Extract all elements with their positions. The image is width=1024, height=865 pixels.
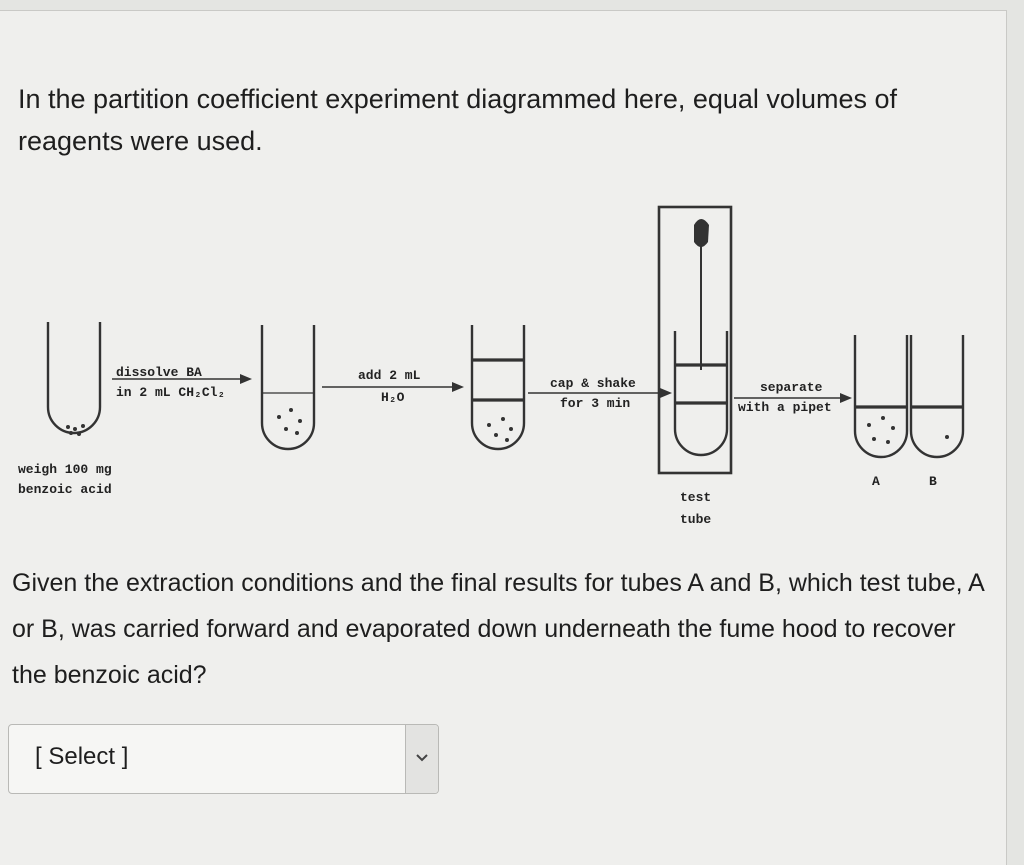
tube-label-1: test [680,490,711,505]
experiment-diagram: weigh 100 mg benzoic acid dissolve BA in… [18,205,965,527]
weigh-label-2: benzoic acid [18,482,112,497]
test-tube-box [657,205,733,475]
step4-label-1: separate [760,380,823,395]
step2-label-2: H₂O [381,390,405,405]
chevron-down-icon [415,750,429,768]
tube-b [909,335,965,459]
tube-2 [260,325,316,451]
tube-1 [46,322,102,435]
question-prompt: Given the extraction conditions and the … [12,569,984,689]
step3-label-2: for 3 min [560,396,630,411]
step4-label-2: with a pipet [738,400,832,415]
step1-label-2: in 2 mL CH₂Cl₂ [116,385,225,400]
label-a: A [872,474,880,489]
answer-select[interactable]: [ Select ] [8,724,439,794]
question-card [0,10,1007,865]
step1-label-1: dissolve BA [116,365,202,380]
select-arrow-button[interactable] [405,725,438,793]
tube-label-2: tube [680,512,711,527]
question-intro: In the partition coefficient experiment … [18,84,897,156]
tube-a [853,335,909,459]
select-value: [ Select ] [35,743,129,770]
label-b: B [929,474,937,489]
tube-3 [470,325,526,451]
step2-label-1: add 2 mL [358,368,421,383]
weigh-label-1: weigh 100 mg [18,462,112,477]
tube-4 [673,331,729,457]
step3-label-1: cap & shake [550,376,636,391]
